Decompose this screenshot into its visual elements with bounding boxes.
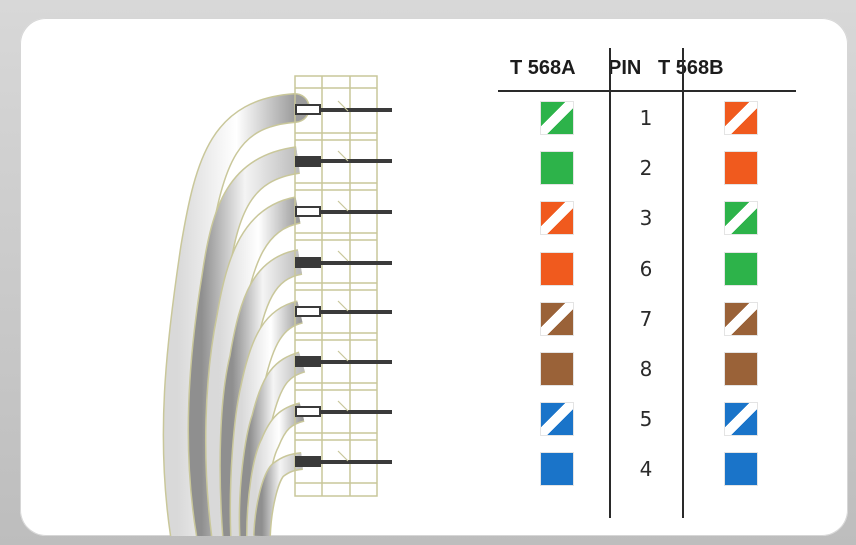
pin-number: 2 — [639, 156, 653, 181]
t568b-color-swatch — [725, 302, 757, 335]
pinout-row: 7 — [20, 302, 848, 355]
pin-number: 7 — [639, 306, 653, 331]
pinout-row: 4 — [20, 453, 848, 505]
pin-number: 8 — [639, 357, 653, 381]
t568a-color-swatch — [541, 252, 573, 285]
contact-2 — [295, 156, 392, 167]
header-t568b: T 568B — [658, 57, 724, 79]
pinout-row: 5 — [20, 403, 848, 455]
t568a-color-swatch — [541, 152, 573, 185]
t568b-color-swatch — [725, 353, 757, 385]
t568b-color-swatch — [725, 403, 757, 436]
housing-ticks — [337, 100, 349, 462]
pin-number: 6 — [639, 256, 653, 281]
pinout-row: 1 — [20, 102, 848, 154]
connector-housing — [294, 75, 378, 497]
column-divider-left — [609, 48, 611, 518]
t568a-color-swatch — [541, 353, 573, 385]
header-divider — [498, 90, 796, 92]
pin-number: 3 — [639, 206, 653, 231]
column-divider-right — [682, 48, 684, 518]
t568b-color-swatch — [725, 252, 757, 285]
pinout-row: 2 — [20, 152, 848, 204]
cable-bundle — [162, 93, 310, 536]
header-t568a: T 568A — [510, 57, 576, 79]
t568a-color-swatch — [541, 102, 573, 134]
pinout-row: 6 — [20, 252, 848, 305]
pin-number: 1 — [639, 106, 653, 130]
t568a-color-swatch — [541, 202, 573, 235]
contact-7 — [295, 406, 392, 417]
pin-number: 4 — [639, 457, 653, 482]
header-pin: PIN — [608, 57, 642, 79]
pinout-row: 3 — [20, 202, 848, 254]
contact-1 — [295, 104, 392, 115]
t568a-color-swatch — [541, 403, 573, 436]
t568a-color-swatch — [541, 453, 573, 486]
contact-5 — [295, 306, 392, 317]
t568b-color-swatch — [725, 202, 757, 235]
connector-wiring-illustration — [162, 75, 392, 536]
pinout-row: 8 — [20, 353, 848, 405]
t568b-color-swatch — [725, 152, 757, 185]
t568b-color-swatch — [725, 453, 757, 486]
contact-6 — [295, 356, 392, 367]
contact-4 — [295, 257, 392, 268]
pinout-table: T 568A PIN T 568B 1 2 3 6 7 8 5 4 — [20, 18, 848, 536]
contact-3 — [295, 206, 392, 217]
diagram-card: T 568A PIN T 568B 1 2 3 6 7 8 5 4 — [20, 18, 848, 536]
pin-number: 5 — [639, 407, 653, 432]
pin-contacts — [295, 104, 392, 467]
contact-8 — [295, 456, 392, 467]
t568b-color-swatch — [725, 102, 757, 134]
t568a-color-swatch — [541, 302, 573, 335]
